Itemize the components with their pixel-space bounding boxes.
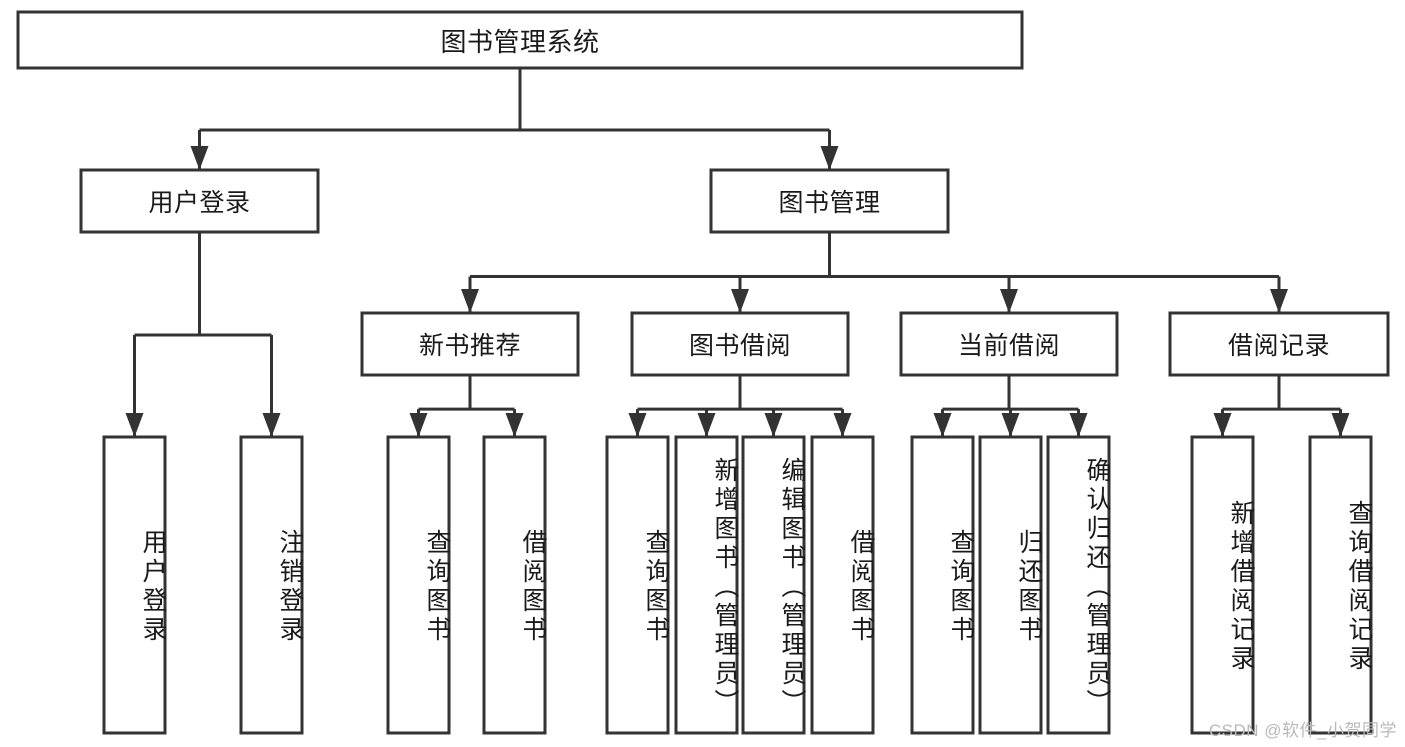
csdn-watermark: CSDN @软件_小贺同学 [1208,721,1397,740]
arrow-head-icon [764,413,783,437]
arrow-head-icon [731,289,749,313]
node-box-n_new_rec[interactable] [360,311,580,377]
arrow-head-icon [409,413,428,437]
arrow-head-icon [933,413,952,437]
arrow-head-icon [1331,413,1350,437]
arrow-head-icon [262,413,281,437]
node-box-l5[interactable] [605,435,670,735]
arrow-head-icon [628,413,647,437]
arrow-head-icon [1001,413,1020,437]
node-box-l2[interactable] [239,435,304,735]
arrow-head-icon [461,289,479,313]
arrow-head-icon [1000,289,1018,313]
arrow-head-icon [1213,413,1232,437]
arrow-head-icon [125,413,144,437]
node-box-l3[interactable] [386,435,451,735]
connector-group [125,68,1350,437]
node-box-l7[interactable] [741,435,806,735]
arrow-head-icon [833,413,852,437]
node-box-l10[interactable] [978,435,1043,735]
node-box-l13[interactable] [1308,435,1373,735]
node-box-l11[interactable] [1046,435,1111,735]
node-box-n_borrow[interactable] [630,311,850,377]
node-box-n_records[interactable] [1168,311,1390,377]
arrow-head-icon [820,146,839,170]
node-box-root[interactable] [16,10,1024,70]
node-box-l6[interactable] [674,435,739,735]
node-box-l12[interactable] [1190,435,1255,735]
node-box-l8[interactable] [810,435,875,735]
node-box-n_user_login[interactable] [79,168,320,234]
arrow-head-icon [505,413,524,437]
node-box-l4[interactable] [482,435,547,735]
node-box-l1[interactable] [102,435,167,735]
arrow-head-icon [190,146,209,170]
arrow-head-icon [697,413,716,437]
node-box-l9[interactable] [910,435,975,735]
arrow-head-icon [1069,413,1088,437]
node-box-n_book_mgmt[interactable] [709,168,950,234]
arrow-head-icon [1270,289,1288,313]
node-box-n_current[interactable] [899,311,1119,377]
